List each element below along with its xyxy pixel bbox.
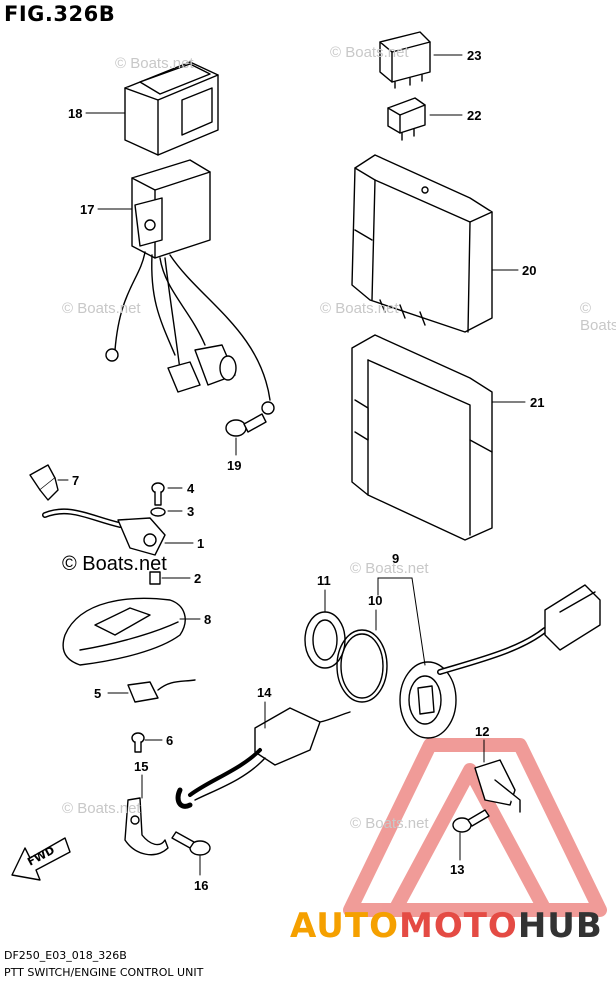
callout-2: 2 — [194, 571, 201, 586]
callout-20: 20 — [522, 263, 536, 278]
leader-lines — [57, 54, 526, 876]
part-19-bolt — [225, 413, 267, 437]
part-4-screw — [151, 482, 165, 506]
fwd-arrow-icon — [11, 837, 71, 881]
callout-12: 12 — [475, 724, 489, 739]
watermark: © Boats.net — [320, 300, 399, 317]
logo-triangle-icon — [343, 738, 607, 917]
callout-17: 17 — [80, 202, 94, 217]
part-14-harness — [175, 707, 351, 809]
part-21-ecu-cover — [351, 334, 493, 541]
callout-8: 8 — [204, 612, 211, 627]
part-13-screw — [452, 809, 490, 833]
callout-19: 19 — [227, 458, 241, 473]
part-9-ptt-switch — [399, 584, 601, 739]
part-20-ecu — [351, 154, 493, 333]
part-18-relay-cover — [124, 61, 219, 156]
brand-auto: AUTO — [290, 906, 399, 946]
part-12-bracket — [474, 759, 521, 813]
part-22-relay — [387, 97, 426, 141]
callout-13: 13 — [450, 862, 464, 877]
part-6-bolt — [131, 732, 145, 753]
callout-numbers: 18 17 19 23 22 20 21 7 4 3 1 2 8 5 6 14 … — [68, 48, 544, 893]
watermark: © Boats.net — [115, 55, 194, 72]
callout-16: 16 — [194, 878, 208, 893]
callout-6: 6 — [166, 733, 173, 748]
part-16-bolt — [171, 831, 211, 856]
callout-4: 4 — [187, 481, 195, 496]
callout-22: 22 — [467, 108, 481, 123]
brand-hub: HUB — [517, 906, 603, 946]
part-23-relay — [379, 31, 431, 89]
brand-logo-text: AUTOMOTOHUB — [290, 906, 603, 946]
part-3-washer — [150, 507, 166, 517]
watermark: © Boats.net — [580, 300, 616, 334]
callout-15: 15 — [134, 759, 148, 774]
callout-11: 11 — [317, 573, 331, 588]
part-8-ptt-switch-housing — [62, 597, 186, 666]
callout-23: 23 — [467, 48, 481, 63]
callout-21: 21 — [530, 395, 544, 410]
part-10-o-ring — [336, 629, 388, 703]
watermark: © Boats.net — [62, 300, 141, 317]
brand-moto: MOTO — [398, 906, 518, 946]
figure-code: DF250_E03_018_326B — [4, 949, 127, 962]
part-5-sensor — [127, 679, 196, 703]
watermark: © Boats.net — [350, 560, 429, 577]
callout-10: 10 — [368, 593, 382, 608]
callout-18: 18 — [68, 106, 82, 121]
callout-1: 1 — [197, 536, 204, 551]
callout-5: 5 — [94, 686, 101, 701]
watermark: © Boats.net — [330, 44, 409, 61]
callout-3: 3 — [187, 504, 194, 519]
part-17-controller — [105, 159, 275, 415]
part-15-clamp — [124, 797, 169, 856]
part-2-nut — [149, 571, 161, 585]
callout-14: 14 — [257, 685, 272, 700]
callout-7: 7 — [72, 473, 79, 488]
figure-caption: PTT SWITCH/ENGINE CONTROL UNIT — [4, 966, 204, 979]
watermark: © Boats.net — [62, 800, 141, 817]
part-7-clip — [29, 464, 59, 501]
watermark-large: © Boats.net — [62, 553, 167, 575]
part-1-switch — [42, 508, 166, 556]
part-11-lock-ring — [304, 611, 346, 669]
watermark: © Boats.net — [350, 815, 429, 832]
figure-title: FIG.326B — [4, 2, 116, 26]
callout-9: 9 — [392, 551, 399, 566]
